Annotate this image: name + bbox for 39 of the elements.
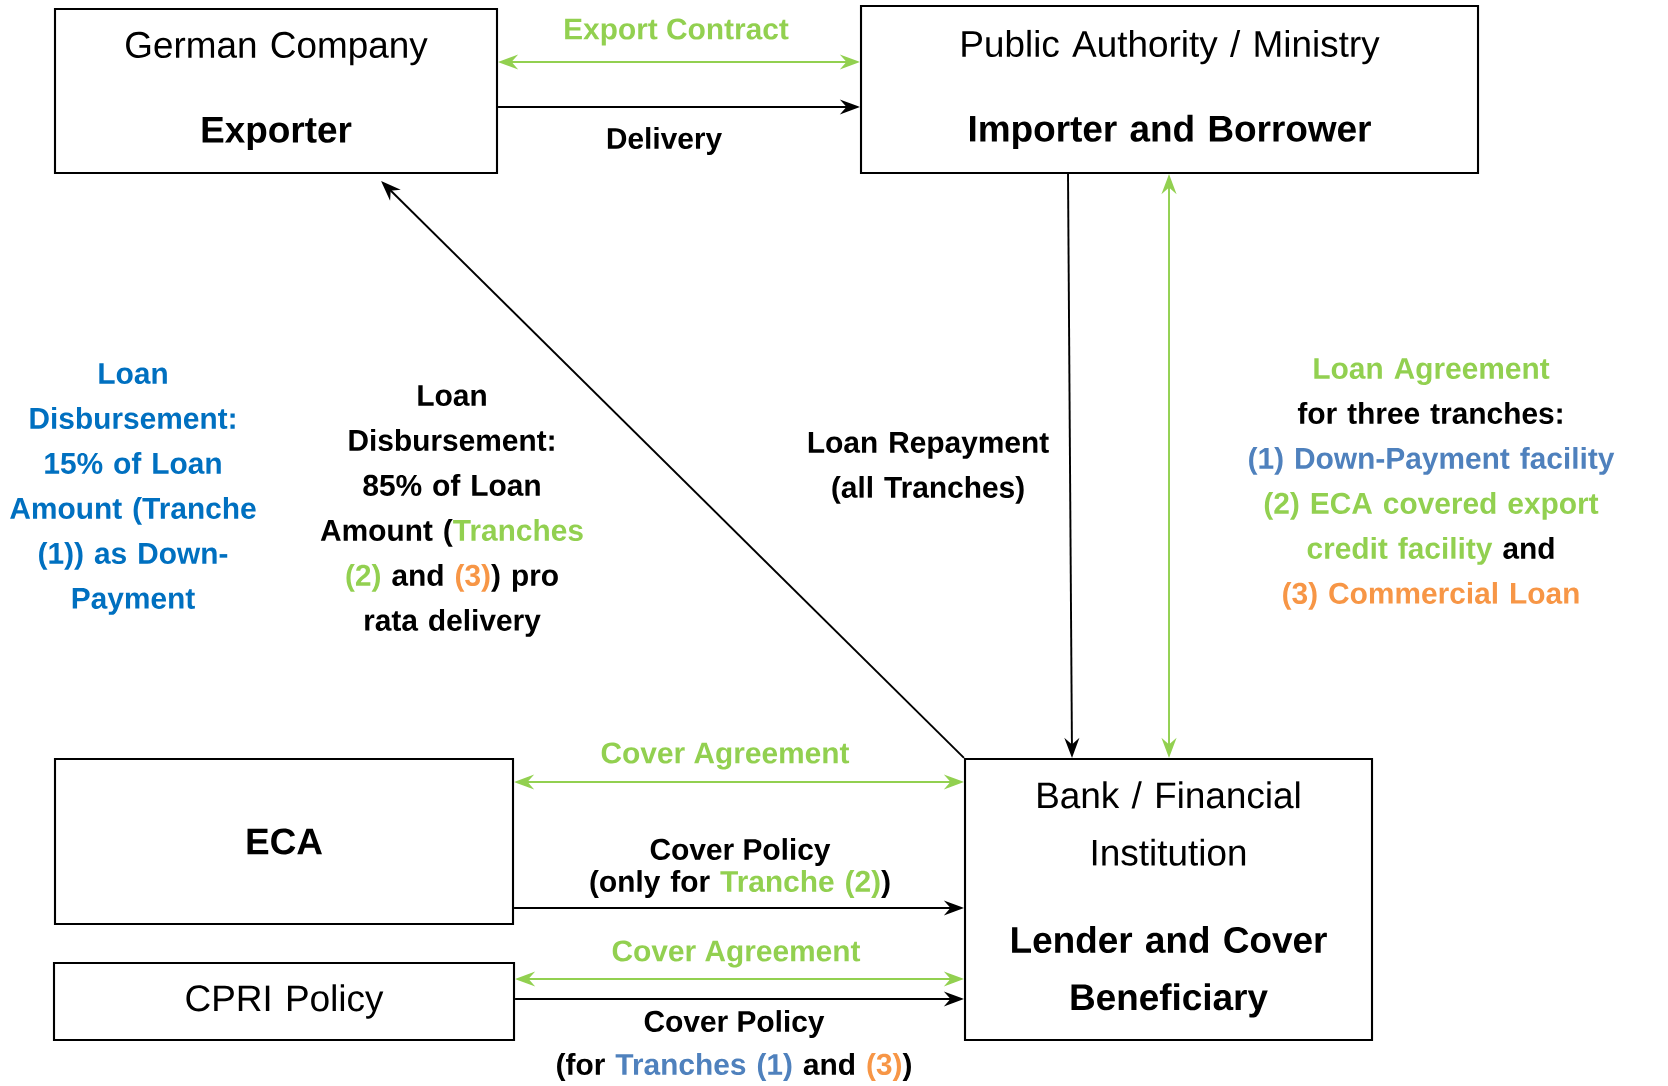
label: (2) (346, 564, 380, 592)
entity-box: German Company Exporter (53, 7, 499, 175)
note-text: Loan Disbursement: 85% of Loan Amount (Tranches (2) and (3)) pro rata delivery (320, 385, 583, 637)
edge-label: Export Contract (561, 16, 791, 48)
label: (2) ECA covered export (1264, 492, 1599, 520)
edge-label: Cover Agreement (598, 740, 852, 772)
label: ) (902, 1053, 911, 1081)
label: and (392, 564, 443, 586)
label: for three tranches: (1297, 402, 1562, 424)
entity-box: Bank / Financial Institution Lender and Cover Beneficiary (963, 757, 1374, 1042)
label: (for (557, 1053, 605, 1081)
label: Disbursement: (349, 429, 554, 451)
label: Amount ( (320, 519, 453, 547)
note-text: Loan Agreement for three tranches: (1) Down-Payment facility (2) ECA covered export credit facility and (3) Commercial Loan (1249, 358, 1615, 610)
edge-label: Cover Policy (647, 836, 833, 868)
edge-label: Cover Agreement (609, 938, 863, 970)
label: Tranches (1) (615, 1053, 792, 1081)
entity-box: ECA (53, 757, 515, 926)
note-text: Loan Disbursement: 15% of Loan Amount (Tranche (1)) as Down-Payment (10, 363, 256, 615)
label: credit facility (1307, 537, 1493, 565)
edge-label: Delivery (604, 125, 724, 157)
edge-label: Loan Repayment (all Tranches) (801, 430, 1055, 506)
label: (3) Commercial Loan (1283, 581, 1579, 610)
label: Loan Agreement (1314, 358, 1550, 386)
label: and (803, 1053, 855, 1076)
label: Loan (418, 385, 486, 406)
label: (1) Down-Payment facility (1249, 447, 1615, 475)
note-text: (for Tranches (1) and (3)) (557, 1053, 911, 1081)
label: and (1503, 537, 1554, 559)
label: Tranches (453, 519, 583, 541)
note-text: (only for Tranche (2)) (590, 870, 890, 898)
entity-box: Public Authority / Ministry Importer and Borrower (859, 4, 1480, 175)
label: (3) (455, 564, 490, 592)
label: 85% of Loan (363, 474, 540, 496)
label: (3) (867, 1053, 901, 1081)
label: ) pro (491, 564, 558, 592)
entity-box: CPRI Policy (52, 961, 516, 1042)
edge-label: Cover Policy (641, 1008, 827, 1040)
label: rata delivery (365, 608, 541, 637)
